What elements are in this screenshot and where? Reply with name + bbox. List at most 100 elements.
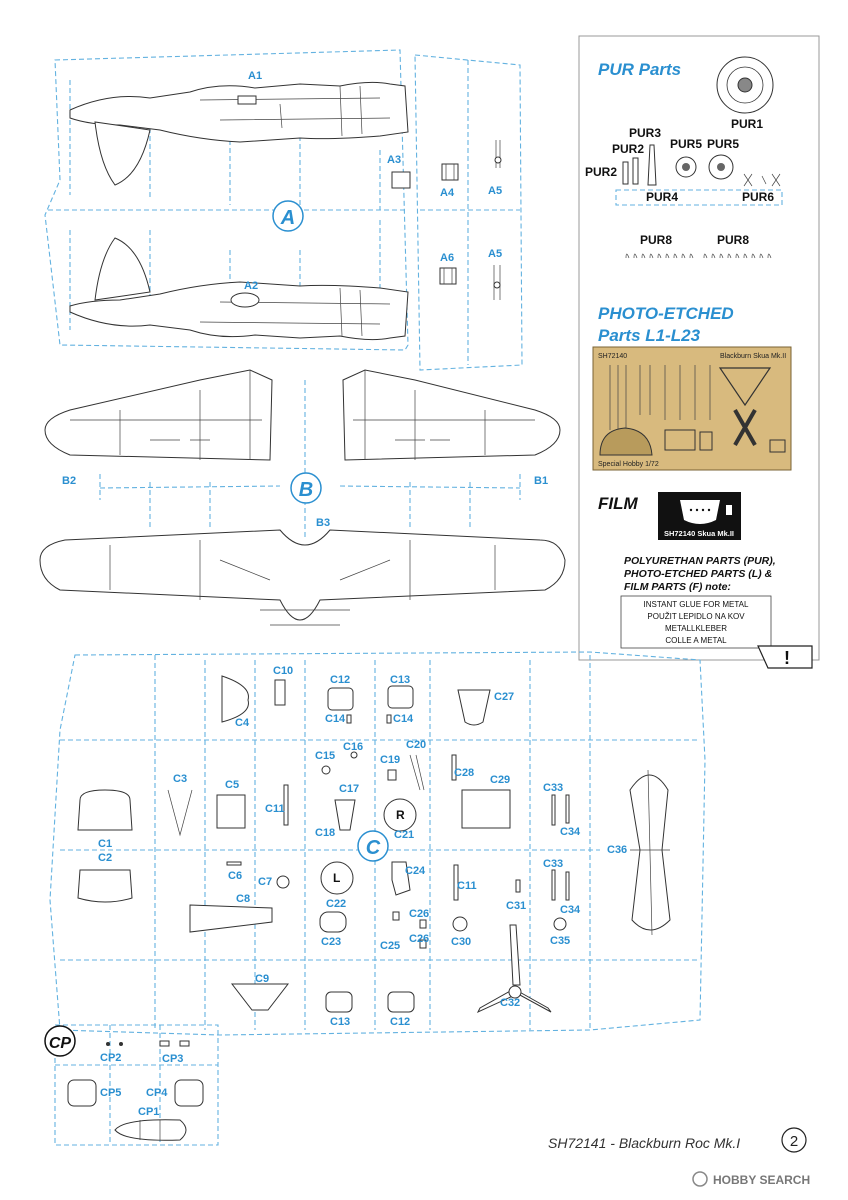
footer-title: SH72141 - Blackburn Roc Mk.I	[548, 1135, 740, 1151]
label-c3: C3	[173, 773, 187, 785]
label-a5-top: A5	[488, 185, 502, 197]
fuselage-half-a2	[69, 237, 409, 341]
pe-code: SH72140	[598, 353, 627, 360]
label-c26-upper: C26	[409, 908, 429, 920]
disc-mark-r: R	[396, 808, 405, 822]
label-a2: A2	[244, 280, 258, 292]
label-c20: C20	[406, 739, 426, 751]
pe-name: Blackburn Skua Mk.II	[720, 353, 786, 360]
label-c19: C19	[380, 754, 400, 766]
part-a6	[439, 267, 457, 285]
hobby-search-watermark: HOBBY SEARCH	[692, 1171, 810, 1187]
label-c27: C27	[494, 691, 514, 703]
label-c33-upper: C33	[543, 782, 563, 794]
sprue-b-letter: B	[299, 479, 313, 501]
wing-half-b2	[44, 369, 273, 461]
sprue-b-frame	[99, 380, 521, 540]
label-c2: C2	[98, 852, 112, 864]
part-a3	[391, 171, 411, 189]
label-c12-lower: C12	[390, 1016, 410, 1028]
label-c15: C15	[315, 750, 335, 762]
label-c34-upper: C34	[560, 826, 581, 838]
label-c8: C8	[236, 893, 250, 905]
pur-title: PUR Parts	[598, 60, 681, 79]
label-a1: A1	[248, 70, 262, 82]
pe-title-line2: Parts L1-L23	[598, 326, 701, 345]
disc-mark-l: L	[333, 871, 340, 885]
label-c32: C32	[500, 997, 520, 1009]
label-c34-lower: C34	[560, 904, 581, 916]
fuselage-half-a1	[69, 81, 409, 186]
label-cp3: CP3	[162, 1053, 183, 1065]
label-c35: C35	[550, 935, 570, 947]
engine-pur1	[716, 56, 774, 114]
label-c36: C36	[607, 844, 627, 856]
label-c21: C21	[394, 829, 414, 841]
label-a5-bottom: A5	[488, 248, 502, 260]
wing-half-b1	[342, 369, 561, 461]
warning-badge: !	[757, 645, 813, 669]
label-a3: A3	[387, 154, 401, 166]
glue-english: INSTANT GLUE FOR METAL	[644, 600, 749, 609]
label-pur6: PUR6	[742, 190, 774, 204]
label-c22: C22	[326, 898, 346, 910]
pur-small-parts	[622, 144, 781, 187]
lower-wing-b3	[39, 529, 566, 626]
note-line1: POLYURETHAN PARTS (PUR),	[624, 555, 776, 567]
label-c13-upper: C13	[390, 674, 410, 686]
label-c17: C17	[339, 783, 359, 795]
label-pur5-left: PUR5	[670, 137, 702, 151]
label-cp4: CP4	[146, 1087, 168, 1099]
glue-german: METALLKLEBER	[665, 624, 727, 633]
sprue-c-frame	[49, 651, 706, 1036]
label-c5: C5	[225, 779, 239, 791]
label-c18: C18	[315, 827, 335, 839]
part-a5-top	[494, 140, 502, 168]
label-c4: C4	[235, 717, 250, 729]
sprue-cp-letter: CP	[49, 1035, 72, 1052]
exhaust-pur8-row	[625, 253, 772, 259]
sprue-c-letter: C	[366, 837, 381, 859]
page-number: 2	[790, 1133, 798, 1150]
label-a4: A4	[440, 187, 455, 199]
glue-french: COLLE A METAL	[665, 636, 727, 645]
label-pur2-left: PUR2	[585, 165, 617, 179]
film-label: SH72140 Skua Mk.II	[664, 529, 734, 538]
label-c11-upper: C11	[265, 803, 285, 815]
label-cp5: CP5	[100, 1087, 121, 1099]
label-c13-lower: C13	[330, 1016, 350, 1028]
label-c14-right: C14	[393, 713, 414, 725]
sprue-a-letter: A	[280, 207, 295, 229]
label-c23: C23	[321, 936, 341, 948]
label-pur2-top: PUR2	[612, 142, 644, 156]
label-pur8-right: PUR8	[717, 233, 749, 247]
c-parts: R L	[77, 675, 671, 1014]
label-cp1: CP1	[138, 1106, 159, 1118]
label-a6: A6	[440, 252, 454, 264]
warning-mark: !	[784, 648, 790, 668]
label-b3: B3	[316, 517, 330, 529]
glue-czech: POUŽIT LEPIDLO NA KOV	[647, 612, 745, 621]
label-pur1: PUR1	[731, 117, 763, 131]
label-pur3: PUR3	[629, 126, 661, 140]
label-c26-lower: C26	[409, 933, 429, 945]
label-c7: C7	[258, 876, 272, 888]
label-pur8-left: PUR8	[640, 233, 672, 247]
label-c29: C29	[490, 774, 510, 786]
label-c25: C25	[380, 940, 400, 952]
label-c10: C10	[273, 665, 293, 677]
label-c30: C30	[451, 936, 471, 948]
photo-etched-fret: SH72140 Blackburn Skua Mk.II Special Hob…	[592, 346, 792, 471]
film-title: FILM	[598, 494, 638, 513]
label-b2: B2	[62, 475, 76, 487]
note-line3: FILM PARTS (F) note:	[624, 581, 731, 593]
label-b1: B1	[534, 475, 548, 487]
label-c31: C31	[506, 900, 526, 912]
label-c12-upper: C12	[330, 674, 350, 686]
label-c28: C28	[454, 767, 474, 779]
cp-parts	[67, 1040, 204, 1141]
note-line2: PHOTO-ETCHED PARTS (L) &	[624, 568, 772, 580]
label-c33-lower: C33	[543, 858, 563, 870]
label-c14-left: C14	[325, 713, 346, 725]
